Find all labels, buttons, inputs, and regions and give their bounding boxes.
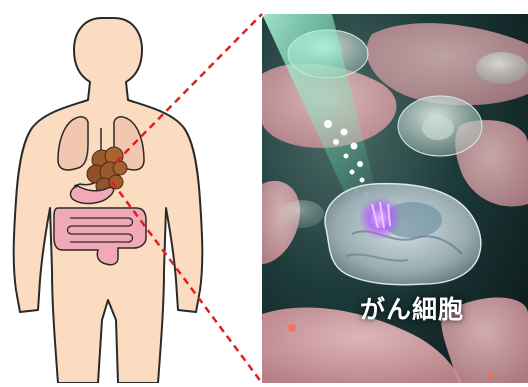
- cell-scene: [262, 14, 528, 383]
- cancer-cell-scene: [262, 14, 528, 383]
- cancer-cell-label: がん細胞: [360, 290, 464, 326]
- human-body-silhouette-icon: [0, 0, 262, 383]
- body-illustration: [0, 0, 262, 383]
- body-silhouette: [14, 18, 203, 383]
